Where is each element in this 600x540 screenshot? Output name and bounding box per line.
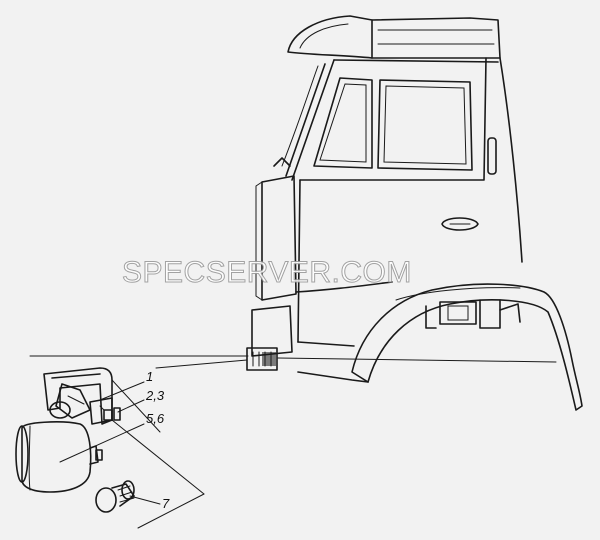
- callout-5-6: 5,6: [59, 411, 165, 463]
- callout-label-7: 7: [162, 496, 170, 511]
- callout-1: 1: [99, 369, 153, 401]
- callout-label-2-3: 2,3: [145, 388, 165, 403]
- truck-cab: [246, 15, 583, 411]
- connector-lines: [111, 379, 205, 529]
- callout-label-1: 1: [146, 369, 153, 384]
- watermark-text: SPECSERVER.COM: [122, 256, 412, 289]
- lamp-assembly: [15, 367, 135, 513]
- callout-label-5-6: 5,6: [146, 411, 165, 426]
- callout-7: 7: [129, 495, 170, 511]
- leader-line-horizontal: [29, 355, 557, 369]
- callout-2-3: 2,3: [117, 388, 165, 413]
